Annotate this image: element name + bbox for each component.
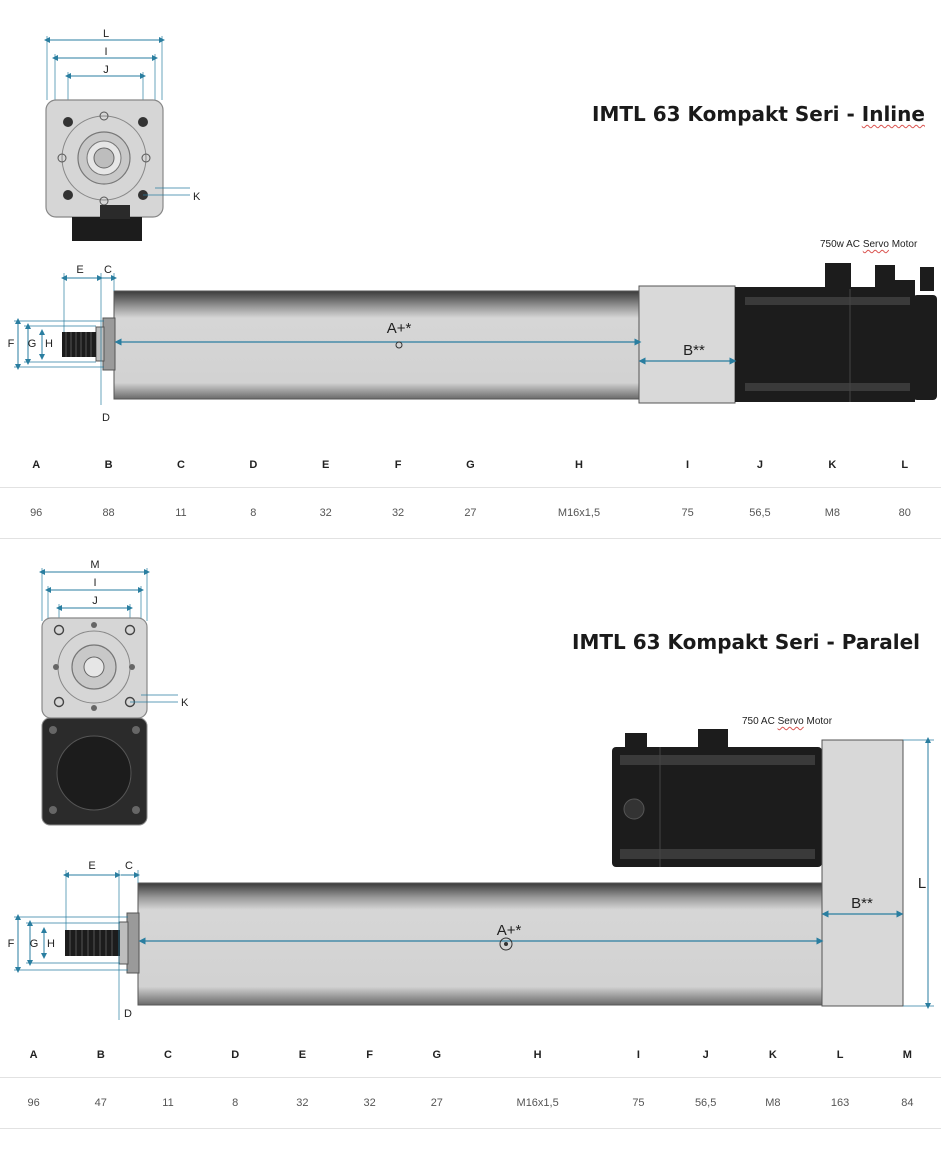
table-header: J [702, 1049, 709, 1061]
table-cell: M8 [739, 1077, 807, 1129]
table-cell: 47 [67, 1077, 135, 1129]
side-view-drawing-paralel: A+* B** L E C F G H D [8, 729, 934, 1020]
table-cell: 88 [72, 487, 145, 539]
dim-label: C [104, 264, 112, 276]
dim-label: H [47, 938, 55, 950]
table-header: D [231, 1049, 240, 1061]
end-view-drawing-inline: L I J K [44, 28, 201, 241]
table-cell: 56,5 [672, 1077, 740, 1129]
dim-label: B** [851, 895, 873, 912]
table-header: I [636, 1049, 640, 1061]
table-header: H [533, 1049, 542, 1061]
table-cell: M16x1,5 [506, 487, 652, 539]
dim-label: J [92, 595, 98, 607]
table-cell: M16x1,5 [470, 1077, 605, 1129]
table-header: K [828, 459, 837, 471]
table-header: G [432, 1049, 442, 1061]
motor-label-prefix: 750w AC [820, 239, 863, 250]
table-header: B [96, 1049, 105, 1061]
table-cell: 32 [336, 1077, 404, 1129]
table-header: C [176, 459, 185, 471]
dim-label: H [45, 338, 53, 350]
motor-label-inline: 750w AC Servo Motor [820, 239, 917, 250]
table-header: E [322, 459, 330, 471]
table-cell: 8 [217, 487, 290, 539]
spec-table-inline: A B C D E F G H I J K L 96 88 11 8 32 32… [0, 443, 941, 539]
table-cell: 32 [268, 1077, 337, 1129]
table-cell: 163 [806, 1077, 874, 1129]
dim-label: D [124, 1008, 132, 1020]
dim-label: G [30, 938, 39, 950]
table-cell: 11 [144, 487, 218, 539]
dim-label: C [125, 860, 133, 872]
table-header: L [901, 459, 909, 471]
dim-label: L [918, 875, 926, 892]
table-row: 96 47 11 8 32 32 27 M16x1,5 75 56,5 M8 1… [0, 1077, 941, 1129]
table-cell: M8 [796, 487, 869, 539]
motor-label-suffix: Motor [888, 239, 918, 250]
table-cell: 96 [0, 487, 73, 539]
table-header: K [768, 1049, 777, 1061]
dim-label: K [193, 191, 201, 203]
table-header: I [686, 459, 690, 471]
end-view-drawing-paralel: M I J K [39, 559, 189, 826]
dim-label: B** [683, 342, 705, 359]
dim-label: J [103, 64, 109, 76]
section-title-paralel: IMTL 63 Kompakt Seri - Paralel [572, 630, 920, 654]
table-header: C [164, 1049, 172, 1061]
section-title-keyword: Inline [861, 102, 925, 126]
section-title-text: IMTL 63 Kompakt Seri - [592, 102, 862, 126]
dim-label: I [93, 577, 96, 589]
table-cell: 84 [873, 1077, 941, 1129]
dim-label: F [8, 338, 15, 350]
table-header: J [756, 459, 764, 471]
dim-label: A+* [497, 922, 522, 939]
section-title-text: IMTL 63 Kompakt Seri - Paralel [572, 630, 921, 654]
table-header: H [575, 459, 583, 471]
dim-label: E [88, 860, 95, 872]
table-cell: 27 [434, 487, 507, 539]
table-header: F [394, 459, 402, 471]
table-cell: 32 [361, 487, 435, 539]
section-title-inline: IMTL 63 Kompakt Seri - Inline [592, 102, 925, 126]
table-header: D [249, 459, 258, 471]
table-row: 96 88 11 8 32 32 27 M16x1,5 75 56,5 M8 8… [0, 487, 941, 539]
table-header-row: A B C D E F G H I J K L M [0, 1033, 941, 1078]
table-header: G [466, 459, 475, 471]
table-header: A [32, 459, 41, 471]
motor-label-suffix: Motor [803, 716, 833, 727]
table-cell: 27 [403, 1077, 471, 1129]
dim-label: D [102, 412, 110, 424]
table-header: E [298, 1049, 307, 1061]
side-view-drawing-inline: A+* B** E C F G H D [8, 263, 937, 424]
dim-label: A+* [387, 320, 412, 337]
table-header: M [902, 1049, 912, 1061]
table-header-row: A B C D E F G H I J K L [0, 443, 941, 488]
table-cell: 80 [868, 487, 941, 539]
table-cell: 75 [604, 1077, 673, 1129]
spec-table-paralel: A B C D E F G H I J K L M 96 47 11 8 32 … [0, 1033, 941, 1129]
table-cell: 8 [201, 1077, 269, 1129]
motor-label-prefix: 750 AC [742, 716, 778, 727]
table-header: A [29, 1049, 38, 1061]
dim-label: K [181, 697, 189, 709]
table-header: L [836, 1049, 844, 1061]
dim-label: G [28, 338, 37, 350]
table-header: B [104, 459, 113, 471]
dim-label: I [104, 46, 107, 58]
table-cell: 56,5 [723, 487, 797, 539]
motor-label-keyword: Servo [777, 716, 804, 727]
table-cell: 32 [289, 487, 362, 539]
table-cell: 11 [134, 1077, 202, 1129]
table-cell: 75 [651, 487, 724, 539]
dim-label: F [8, 938, 15, 950]
motor-label-keyword: Servo [862, 239, 889, 250]
dim-label: M [90, 559, 99, 571]
motor-label-paralel: 750 AC Servo Motor [742, 716, 832, 727]
table-header: F [366, 1049, 373, 1061]
dim-label: E [76, 264, 83, 276]
dim-label: L [103, 28, 109, 40]
table-cell: 96 [0, 1077, 68, 1129]
